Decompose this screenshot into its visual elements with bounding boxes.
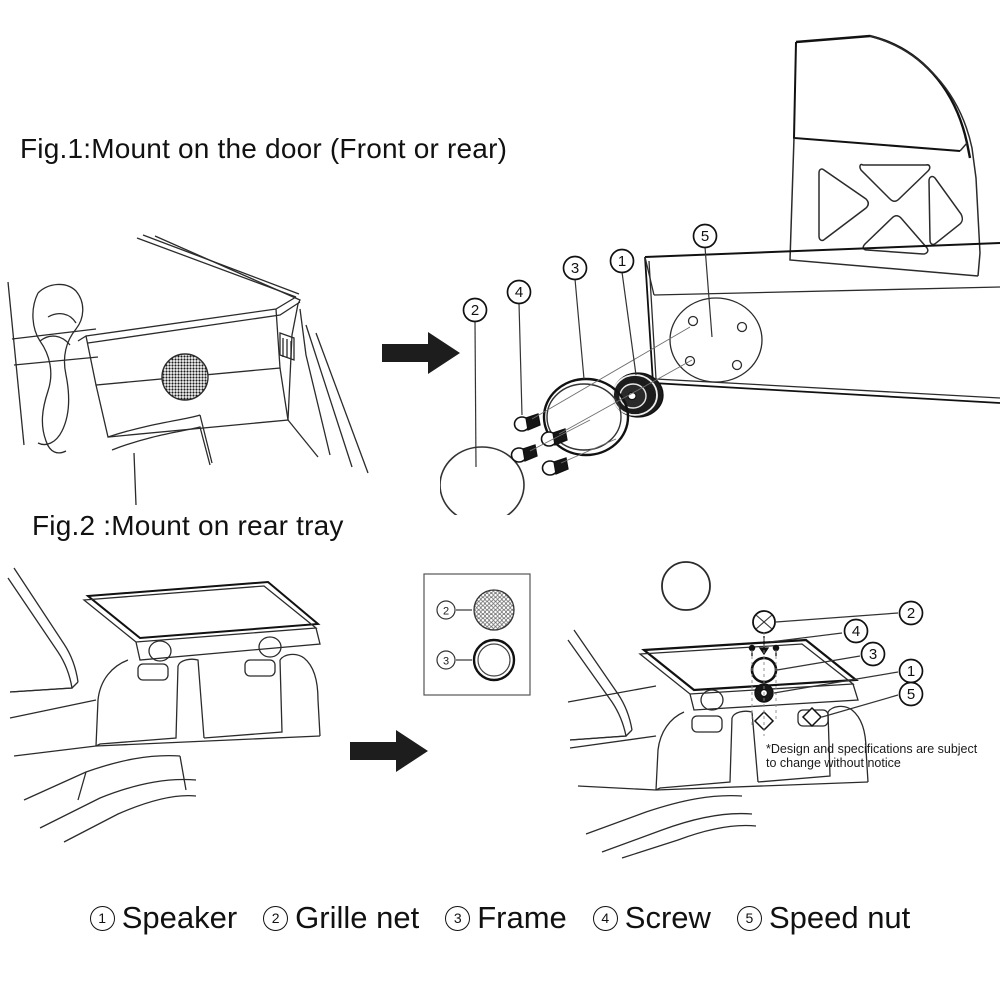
legend-label-4: Screw: [624, 900, 711, 935]
fig1-callout-4: 4: [506, 279, 532, 305]
fig2-callout-3: 3: [860, 641, 886, 667]
legend-num-4: 4: [592, 905, 618, 931]
parts-legend: 1 Speaker 2 Grille net 3 Frame 4 Screw 5…: [0, 900, 1000, 936]
fig1-exploded-assembly: [440, 242, 1000, 515]
car-door-illustration: [789, 34, 981, 277]
legend-item-speaker: 1 Speaker: [89, 900, 238, 936]
fig2-rear-tray-scene: [7, 567, 321, 843]
legend-num-2: 2: [263, 905, 289, 931]
fig2-callout-4: 4: [843, 618, 869, 644]
legend-label-3: Frame: [477, 900, 567, 935]
fig2-callout-5-label: 5: [907, 686, 915, 703]
fig2-parts-inset-box: 2 3: [423, 573, 531, 696]
fig1-callout-1-label: 1: [618, 253, 626, 270]
fig2-callout-5: 5: [898, 681, 924, 707]
fig2-callout-2: 2: [898, 600, 924, 626]
legend-item-screw: 4 Screw: [592, 900, 711, 936]
fig2-callout-1-label: 1: [907, 663, 915, 680]
fig1-callout-4-label: 4: [515, 284, 523, 301]
fig2-inset-callout-3-label: 3: [443, 656, 449, 668]
fig1-callout-2: 2: [462, 297, 488, 323]
fig1-callout-1: 1: [609, 248, 635, 274]
fig1-callout-3-label: 3: [571, 260, 579, 277]
fig2-callout-3-label: 3: [869, 646, 877, 663]
fig2-callout-4-label: 4: [852, 623, 860, 640]
fig2-caption: Fig.2 :Mount on rear tray: [32, 510, 344, 541]
fig2-inset-callout-2-label: 2: [443, 606, 449, 618]
legend-item-grille-net: 2 Grille net: [263, 900, 419, 936]
legend-item-speed-nut: 5 Speed nut: [736, 900, 911, 936]
legend-label-5: Speed nut: [768, 900, 911, 935]
fig1-callout-5: 5: [692, 223, 718, 249]
legend-num-3: 3: [445, 905, 471, 931]
legend-num-1: 1: [89, 905, 115, 931]
fig1-car-interior-scene: [7, 234, 369, 505]
disclaimer-note: *Design and specifications are subject t…: [766, 742, 978, 770]
legend-label-2: Grille net: [295, 900, 420, 935]
legend-label-1: Speaker: [121, 900, 238, 935]
fig1-callout-2-label: 2: [471, 302, 479, 319]
fig1-transition-arrow: [382, 332, 460, 374]
fig1-callout-5-label: 5: [701, 228, 709, 245]
legend-item-frame: 3 Frame: [445, 900, 567, 936]
legend-num-5: 5: [736, 905, 762, 931]
fig2-exploded-rear-tray-scene: [567, 610, 869, 859]
fig2-callout-2-label: 2: [907, 605, 915, 622]
fig1-callout-leaders: [474, 246, 713, 468]
fig2-transition-arrow: [350, 730, 428, 772]
fig1-callout-3: 3: [562, 255, 588, 281]
fig2-callout-leaders: [769, 612, 899, 718]
fig1-caption: Fig.1:Mount on the door (Front or rear): [20, 133, 508, 164]
fig2-grille-net-outline: [661, 561, 711, 611]
